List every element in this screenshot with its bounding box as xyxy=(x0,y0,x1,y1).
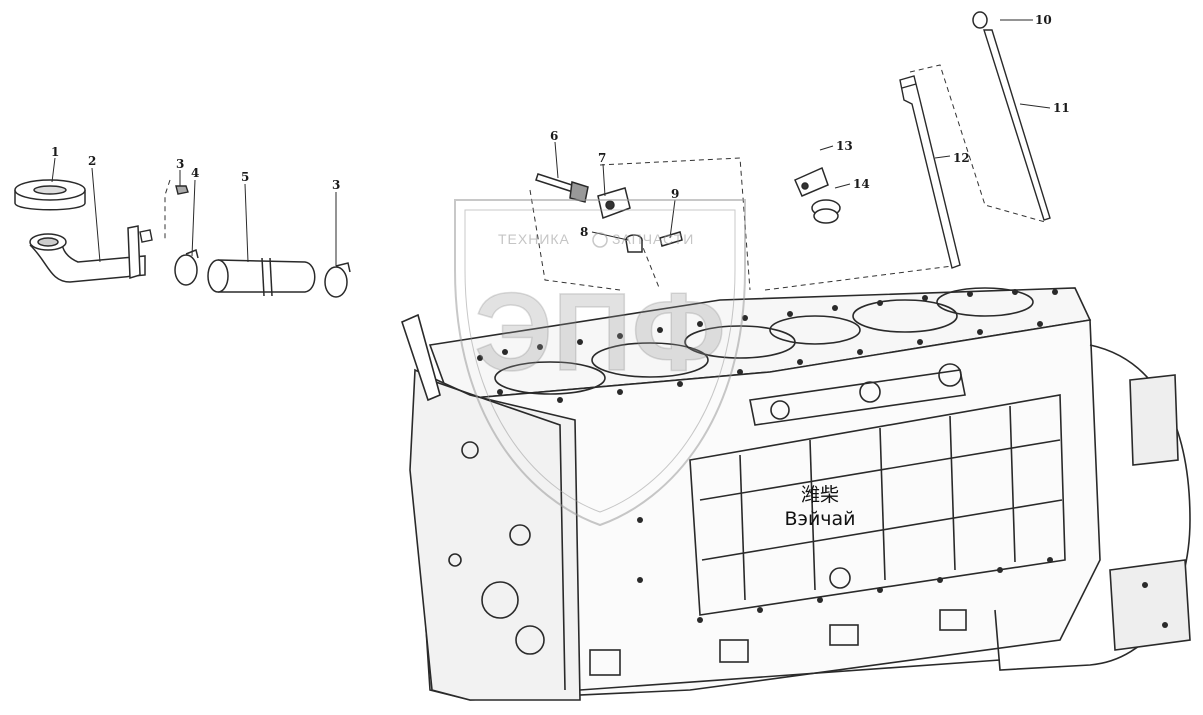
part-6-bolt xyxy=(535,173,589,203)
callout-5: 5 xyxy=(241,170,249,184)
part-5-hose xyxy=(207,257,316,297)
caption-russian: Вэйчай xyxy=(784,508,856,530)
part-3-clamp-nut xyxy=(139,185,189,243)
watermark-word-2: ЗАПЧАСТИ xyxy=(612,231,695,247)
part-2-elbow-pipe xyxy=(29,225,146,283)
gear-icon xyxy=(592,232,608,248)
watermark-logo: ЭПФ xyxy=(454,199,746,527)
callout-14: 14 xyxy=(853,177,870,191)
reference-dashed-lines xyxy=(164,64,1046,291)
part-1-seal-ring xyxy=(14,179,86,211)
callout-10: 10 xyxy=(1035,13,1052,27)
part-4-hose-clamp xyxy=(174,248,199,286)
callout-6: 6 xyxy=(550,129,558,143)
part-14-grommet xyxy=(811,199,841,224)
callout-2: 2 xyxy=(88,154,96,168)
callout-11: 11 xyxy=(1053,101,1070,115)
callout-13: 13 xyxy=(836,139,853,153)
callout-4: 4 xyxy=(191,166,199,180)
part-9-bolt xyxy=(659,231,683,247)
watermark-logo-letters: ЭПФ xyxy=(474,271,725,394)
caption-chinese: 潍柴 xyxy=(800,484,839,506)
part-13-clip xyxy=(794,166,829,197)
part-10-dipstick-handle xyxy=(972,11,988,29)
watermark-word-1: ТЕХНИКА xyxy=(498,231,570,247)
part-3b-hose-clamp xyxy=(324,262,351,298)
callout-3b: 3 xyxy=(332,178,340,192)
engine-block xyxy=(401,287,1191,701)
leader-lines xyxy=(51,19,1051,266)
callout-12: 12 xyxy=(953,151,970,165)
callout-7: 7 xyxy=(598,151,606,165)
callout-3: 3 xyxy=(176,157,184,171)
callout-1: 1 xyxy=(51,145,59,159)
callout-9: 9 xyxy=(671,187,679,201)
part-11-dipstick xyxy=(983,29,1051,221)
part-12-dipstick-tube xyxy=(899,75,961,269)
part-8-fitting xyxy=(625,234,643,253)
part-7-bracket xyxy=(597,187,631,220)
callout-labels: 1 2 3 4 5 3 6 7 8 9 10 11 12 13 14 xyxy=(51,13,1070,239)
callout-8: 8 xyxy=(580,225,588,239)
